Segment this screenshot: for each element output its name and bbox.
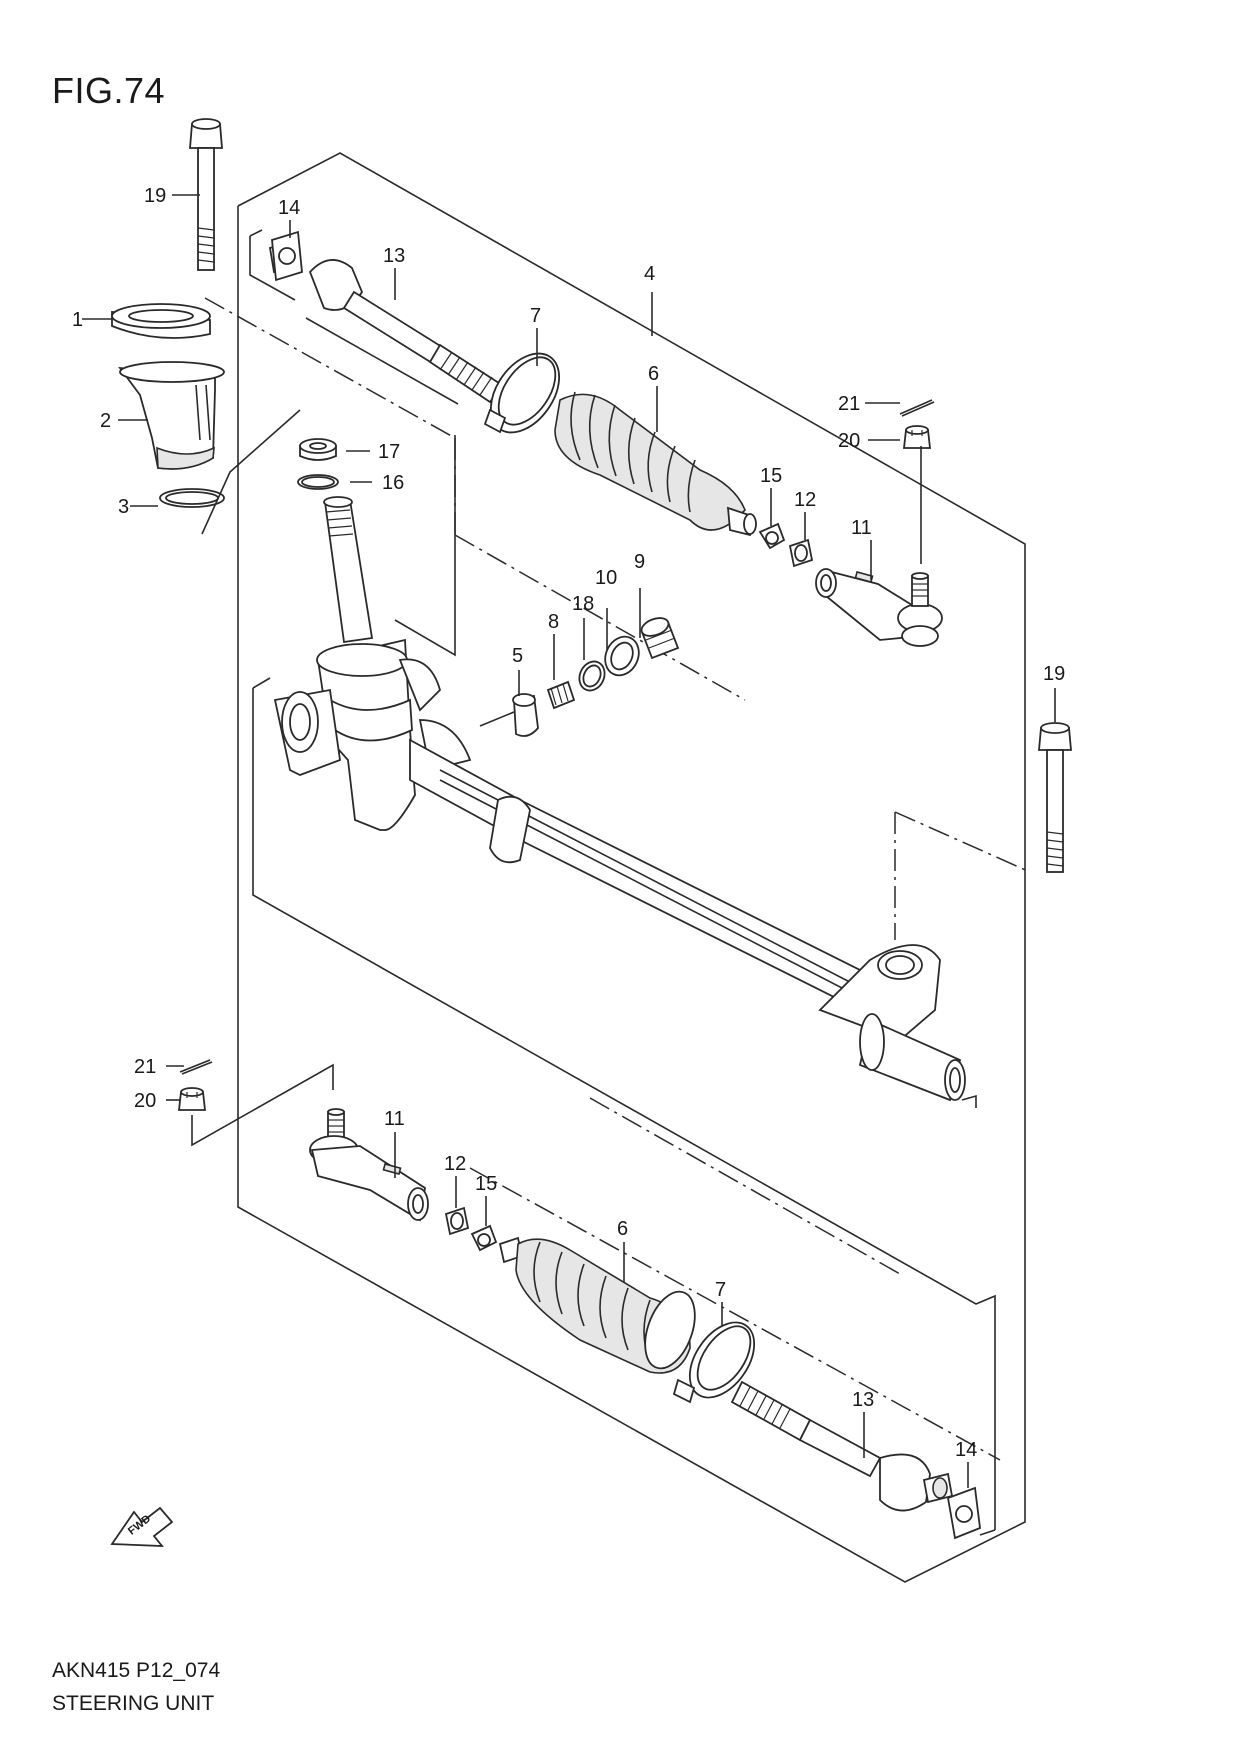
rack-guide: [512, 693, 539, 737]
bolt-right: [1038, 722, 1072, 873]
tie-rod-end-lower: [309, 1108, 429, 1222]
boot-lower: [498, 1236, 696, 1374]
forward-arrow: FWD: [110, 1506, 174, 1547]
callout-20-lower: 20: [134, 1090, 156, 1112]
callout-10: 10: [595, 567, 617, 589]
callout-12-lower: 12: [444, 1153, 466, 1175]
steering-gear-housing: [273, 496, 966, 1102]
callout-20-upper: 20: [838, 430, 860, 452]
figure-name: STEERING UNIT: [52, 1692, 215, 1715]
lock-nut: [604, 635, 640, 677]
boot-clamp-upper: [483, 352, 561, 434]
callout-4: 4: [644, 263, 655, 285]
callout-13-lower: 13: [852, 1389, 874, 1411]
callout-3: 3: [118, 496, 129, 518]
castle-nut-upper: [902, 425, 932, 449]
callout-21-lower: 21: [134, 1056, 156, 1078]
callout-6-upper: 6: [648, 363, 659, 385]
cotter-pin-upper: [899, 399, 935, 417]
pinion-o-ring: [297, 474, 339, 490]
lock-plate-upper: [271, 230, 303, 282]
boot-clip-upper: [758, 522, 786, 550]
lock-nut-lower: [444, 1206, 470, 1236]
callout-9: 9: [634, 551, 645, 573]
figure-code: AKN415 P12_074: [52, 1659, 221, 1682]
cotter-pin-lower: [179, 1059, 213, 1075]
callout-11-upper: 11: [851, 517, 872, 539]
callout-17: 17: [378, 441, 400, 463]
assembly-frame: [237, 152, 1026, 1583]
bolt-left: [189, 118, 223, 271]
callout-2: 2: [100, 410, 111, 432]
column-boot: [118, 361, 225, 470]
callout-5: 5: [512, 645, 523, 667]
callout-7-lower: 7: [715, 1279, 726, 1301]
callout-14-upper: 14: [278, 197, 300, 219]
guide-o-ring: [578, 660, 606, 692]
callout-14-lower: 14: [955, 1439, 977, 1461]
nut-leader-lower: [191, 1063, 334, 1147]
rack-guide-spring: [546, 680, 576, 710]
callout-16: 16: [382, 472, 404, 494]
tie-rod-end-upper: [815, 568, 943, 647]
boot-clip-lower: [470, 1224, 498, 1252]
lock-plate-lower: [946, 1486, 981, 1540]
callout-12-upper: 12: [794, 489, 816, 511]
callout-19-right: 19: [1043, 663, 1065, 685]
callout-18: 18: [572, 593, 594, 615]
pinion-seal: [299, 438, 337, 461]
callout-21-upper: 21: [838, 393, 860, 415]
castle-nut-lower: [177, 1087, 207, 1111]
boot-clamp-lower: [672, 1321, 756, 1404]
callout-8: 8: [548, 611, 559, 633]
callout-19-left: 19: [144, 185, 166, 207]
figure-title: FIG.74: [52, 70, 166, 111]
grommet-ring: [111, 303, 211, 339]
boot-upper: [554, 391, 757, 537]
callout-7-upper: 7: [530, 305, 541, 327]
callout-13-upper: 13: [383, 245, 405, 267]
leader-lines: [82, 194, 1056, 1488]
callout-15-lower: 15: [475, 1173, 497, 1195]
callout-labels: 1 2 3 4 5 6 6 7 7 8 9 10 11 11 12 12 13 …: [72, 185, 1065, 1461]
callout-15-upper: 15: [760, 465, 782, 487]
guide-spring-cap: [640, 617, 680, 660]
callout-6-lower: 6: [617, 1218, 628, 1240]
lock-nut-upper: [788, 538, 814, 568]
o-ring: [159, 409, 301, 535]
tie-rod-lower: [730, 1380, 954, 1512]
callout-1: 1: [72, 309, 83, 331]
callout-11-lower: 11: [384, 1108, 405, 1130]
